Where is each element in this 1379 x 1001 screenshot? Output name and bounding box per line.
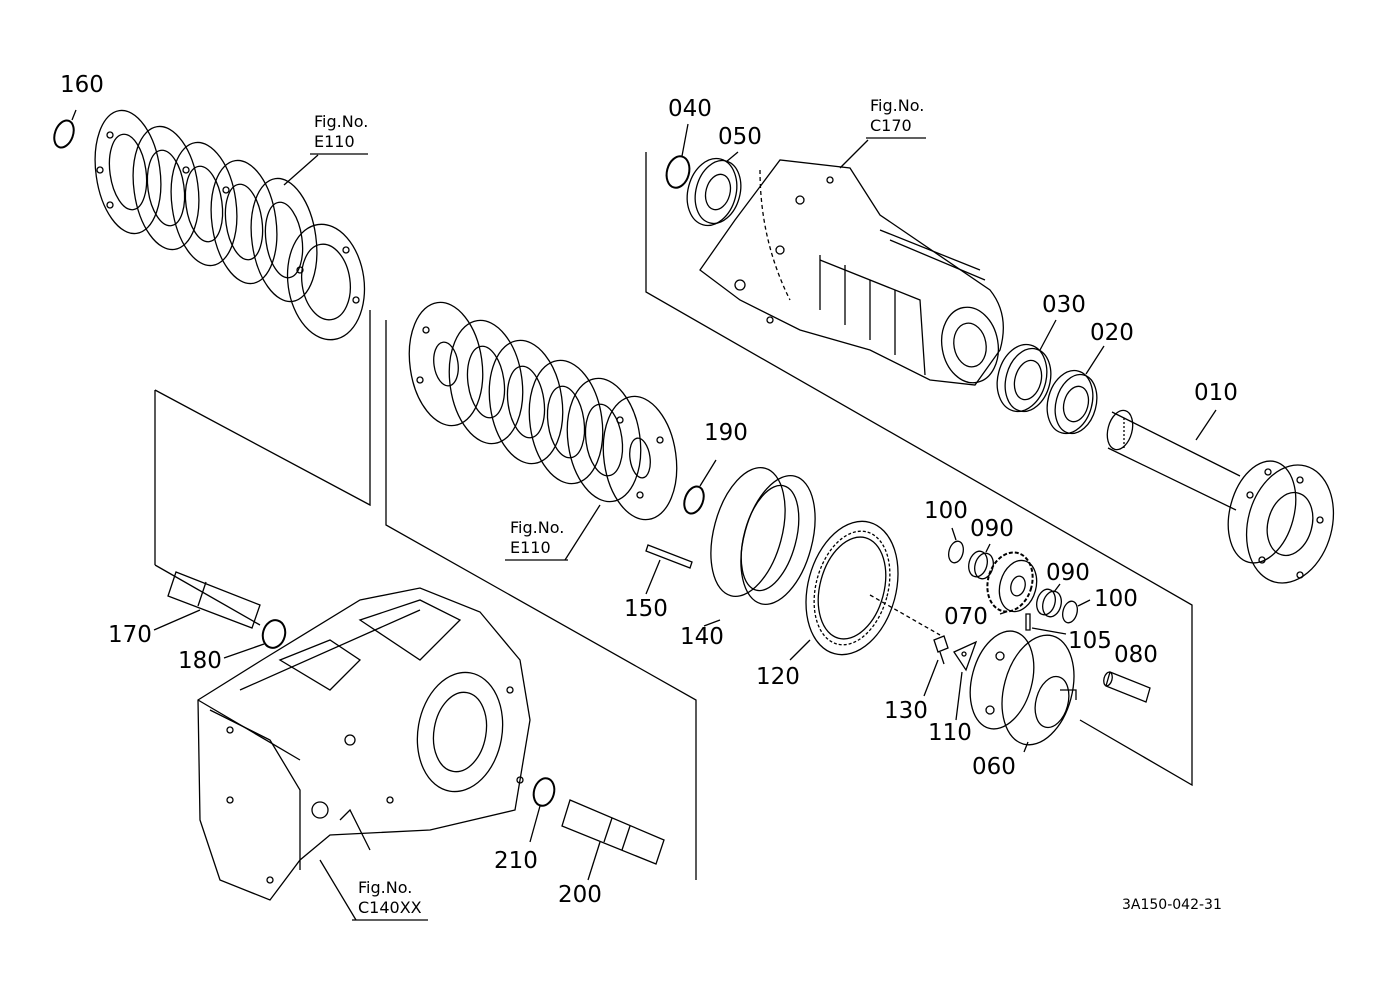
figure-ref-c170: Fig.No. C170 bbox=[870, 96, 924, 136]
frame-stack-mid bbox=[386, 320, 696, 880]
axis-120 bbox=[870, 595, 940, 635]
part-label-020: 020 bbox=[1090, 320, 1134, 346]
figure-ref-title: Fig.No. bbox=[314, 112, 369, 131]
transmission-case-c140xx bbox=[198, 588, 530, 900]
leader-210 bbox=[530, 806, 540, 842]
snap-ring-040 bbox=[663, 154, 693, 191]
leader-e110-mid bbox=[565, 505, 600, 560]
figure-ref-title: Fig.No. bbox=[870, 96, 925, 115]
figure-ref-e110-mid: Fig.No. E110 bbox=[510, 518, 564, 558]
pinion-gear-070 bbox=[981, 547, 1042, 616]
o-ring-160 bbox=[51, 118, 77, 150]
leader-060 bbox=[1024, 742, 1028, 752]
leader-e110-top bbox=[284, 155, 318, 185]
part-label-130: 130 bbox=[884, 698, 928, 724]
leader-160 bbox=[72, 110, 76, 120]
leader-010 bbox=[1196, 410, 1216, 440]
leader-170 bbox=[154, 610, 200, 630]
needle-bearing-090-right bbox=[1034, 587, 1064, 619]
leader-c170 bbox=[840, 140, 868, 168]
part-label-100-left: 100 bbox=[924, 498, 968, 524]
leader-090b bbox=[1054, 584, 1060, 592]
part-label-200: 200 bbox=[558, 882, 602, 908]
pin-105 bbox=[1026, 614, 1030, 630]
part-label-190: 190 bbox=[704, 420, 748, 446]
leader-c140xx bbox=[320, 860, 356, 920]
internal-gear-120 bbox=[792, 511, 912, 665]
leader-120 bbox=[790, 640, 810, 660]
part-label-140: 140 bbox=[680, 624, 724, 650]
part-label-180: 180 bbox=[178, 648, 222, 674]
snap-ring-210 bbox=[531, 776, 558, 808]
shaft-170 bbox=[168, 572, 260, 628]
figure-ref-number: E110 bbox=[510, 538, 551, 557]
part-label-210: 210 bbox=[494, 848, 538, 874]
seal-020 bbox=[1040, 365, 1103, 438]
part-label-030: 030 bbox=[1042, 292, 1086, 318]
bolt-130 bbox=[934, 636, 948, 664]
part-label-160: 160 bbox=[60, 72, 104, 98]
figure-ref-number: C140XX bbox=[358, 898, 422, 917]
part-label-080: 080 bbox=[1114, 642, 1158, 668]
leader-140 bbox=[704, 620, 720, 626]
figure-ref-title: Fig.No. bbox=[358, 878, 413, 897]
bearing-050 bbox=[680, 153, 748, 231]
drawing-code: 3A150-042-31 bbox=[1122, 897, 1222, 913]
part-label-120: 120 bbox=[756, 664, 800, 690]
figure-ref-e110-top: Fig.No. E110 bbox=[314, 112, 368, 152]
leader-100b bbox=[1078, 600, 1090, 606]
housing-c170 bbox=[700, 160, 1004, 387]
axle-shaft-010 bbox=[1103, 408, 1346, 593]
figure-ref-number: C170 bbox=[870, 116, 912, 135]
seal-180 bbox=[260, 618, 288, 651]
lock-plate-hole bbox=[962, 652, 966, 656]
part-label-090-left: 090 bbox=[970, 516, 1014, 542]
frame-stack-mid-b bbox=[155, 565, 260, 625]
part-label-050: 050 bbox=[718, 124, 762, 150]
frame-right-assembly bbox=[646, 152, 1192, 785]
leader-190 bbox=[700, 460, 716, 486]
leader-040 bbox=[682, 124, 688, 156]
leader-100a bbox=[952, 528, 956, 540]
figure-ref-number: E110 bbox=[314, 132, 355, 151]
frame-stack-top-b bbox=[155, 310, 370, 505]
leader-200 bbox=[588, 842, 600, 880]
clutch-plate-stack-middle bbox=[402, 298, 685, 525]
part-label-170: 170 bbox=[108, 622, 152, 648]
lock-plate-110 bbox=[954, 642, 976, 670]
part-label-105: 105 bbox=[1068, 628, 1112, 654]
leader-110 bbox=[956, 672, 962, 720]
needle-bearing-090-left bbox=[966, 549, 996, 581]
pin-150 bbox=[646, 545, 692, 568]
shaft-080 bbox=[1102, 671, 1150, 702]
leader-130 bbox=[924, 660, 938, 696]
figure-ref-c140xx: Fig.No. C140XX bbox=[358, 878, 422, 918]
leader-050 bbox=[726, 152, 738, 162]
o-ring-190 bbox=[681, 484, 707, 516]
part-label-010: 010 bbox=[1194, 380, 1238, 406]
planet-carrier-060 bbox=[960, 624, 1085, 753]
bearing-030 bbox=[990, 339, 1058, 417]
leader-180 bbox=[224, 644, 264, 658]
washer-100-left bbox=[946, 540, 965, 565]
part-label-150: 150 bbox=[624, 596, 668, 622]
leader-020 bbox=[1086, 346, 1104, 374]
part-label-110: 110 bbox=[928, 720, 972, 746]
leader-090a bbox=[986, 544, 990, 552]
shaft-200 bbox=[562, 800, 664, 864]
clutch-plate-stack-top bbox=[88, 106, 372, 345]
part-label-070: 070 bbox=[944, 604, 988, 630]
washer-100-right bbox=[1060, 600, 1079, 625]
leader-150 bbox=[646, 560, 660, 594]
ring-140 bbox=[698, 459, 828, 612]
part-label-040: 040 bbox=[668, 96, 712, 122]
part-label-060: 060 bbox=[972, 754, 1016, 780]
leader-105 bbox=[1032, 628, 1066, 634]
part-label-090-right: 090 bbox=[1046, 560, 1090, 586]
leader-070 bbox=[1000, 612, 1006, 614]
part-label-100-right: 100 bbox=[1094, 586, 1138, 612]
leader-030 bbox=[1040, 320, 1056, 350]
figure-ref-title: Fig.No. bbox=[510, 518, 565, 537]
